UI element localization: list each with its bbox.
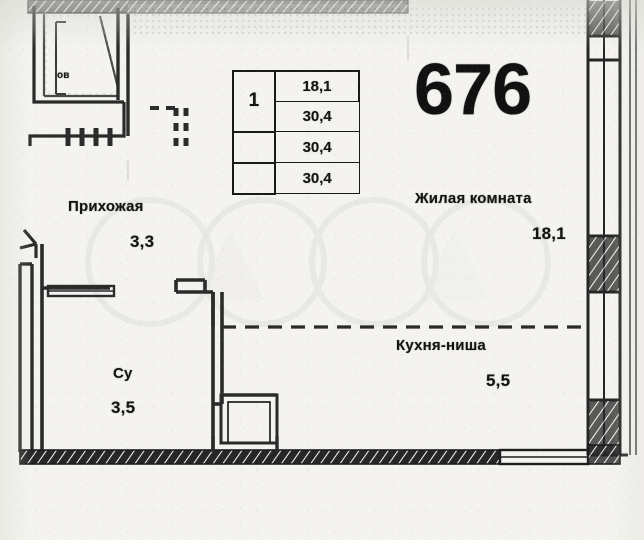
room-area-kitchen-nook: 5,5 [486,371,511,390]
upper-right-hatch [128,4,598,34]
left-outer-wall [18,262,34,452]
right-outer-wall [586,0,637,457]
balcony-note: ов [57,70,70,81]
room-area-hallway: 3,3 [130,232,155,251]
room-label-living-room: Жилая комната [415,190,532,207]
table-cell-blank [232,130,276,164]
bottom-exterior-wall [19,444,621,466]
table-cell-area: 30,4 [274,162,360,194]
room-area-living-room: 18,1 [532,224,566,243]
table-cell-blank [232,161,276,195]
entrance-door [19,228,38,258]
room-label-bathroom: Су [113,365,133,382]
table-cell-index: 1 [232,70,276,133]
balcony-left-jamb [55,21,66,95]
table-cell-area: 18,1 [274,70,361,102]
interior-partitions [40,244,224,452]
area-spec-table: 1 18,1 30,4 30,4 30,4 [232,70,361,195]
table-row: 30,4 [232,161,360,195]
table-cell-area: 30,4 [274,131,360,163]
flat-number: 676 [414,50,532,130]
toilet-fixture [219,393,279,445]
table-cell-area: 30,4 [274,101,360,132]
room-label-hallway: Прихожая [68,198,144,215]
table-row: 1 18,1 [232,70,361,133]
room-area-bathroom: 3,5 [111,398,136,417]
door-opening-marks-upper [150,106,189,148]
table-row: 30,4 [232,130,360,164]
room-label-kitchen-nook: Кухня-ниша [396,337,486,354]
